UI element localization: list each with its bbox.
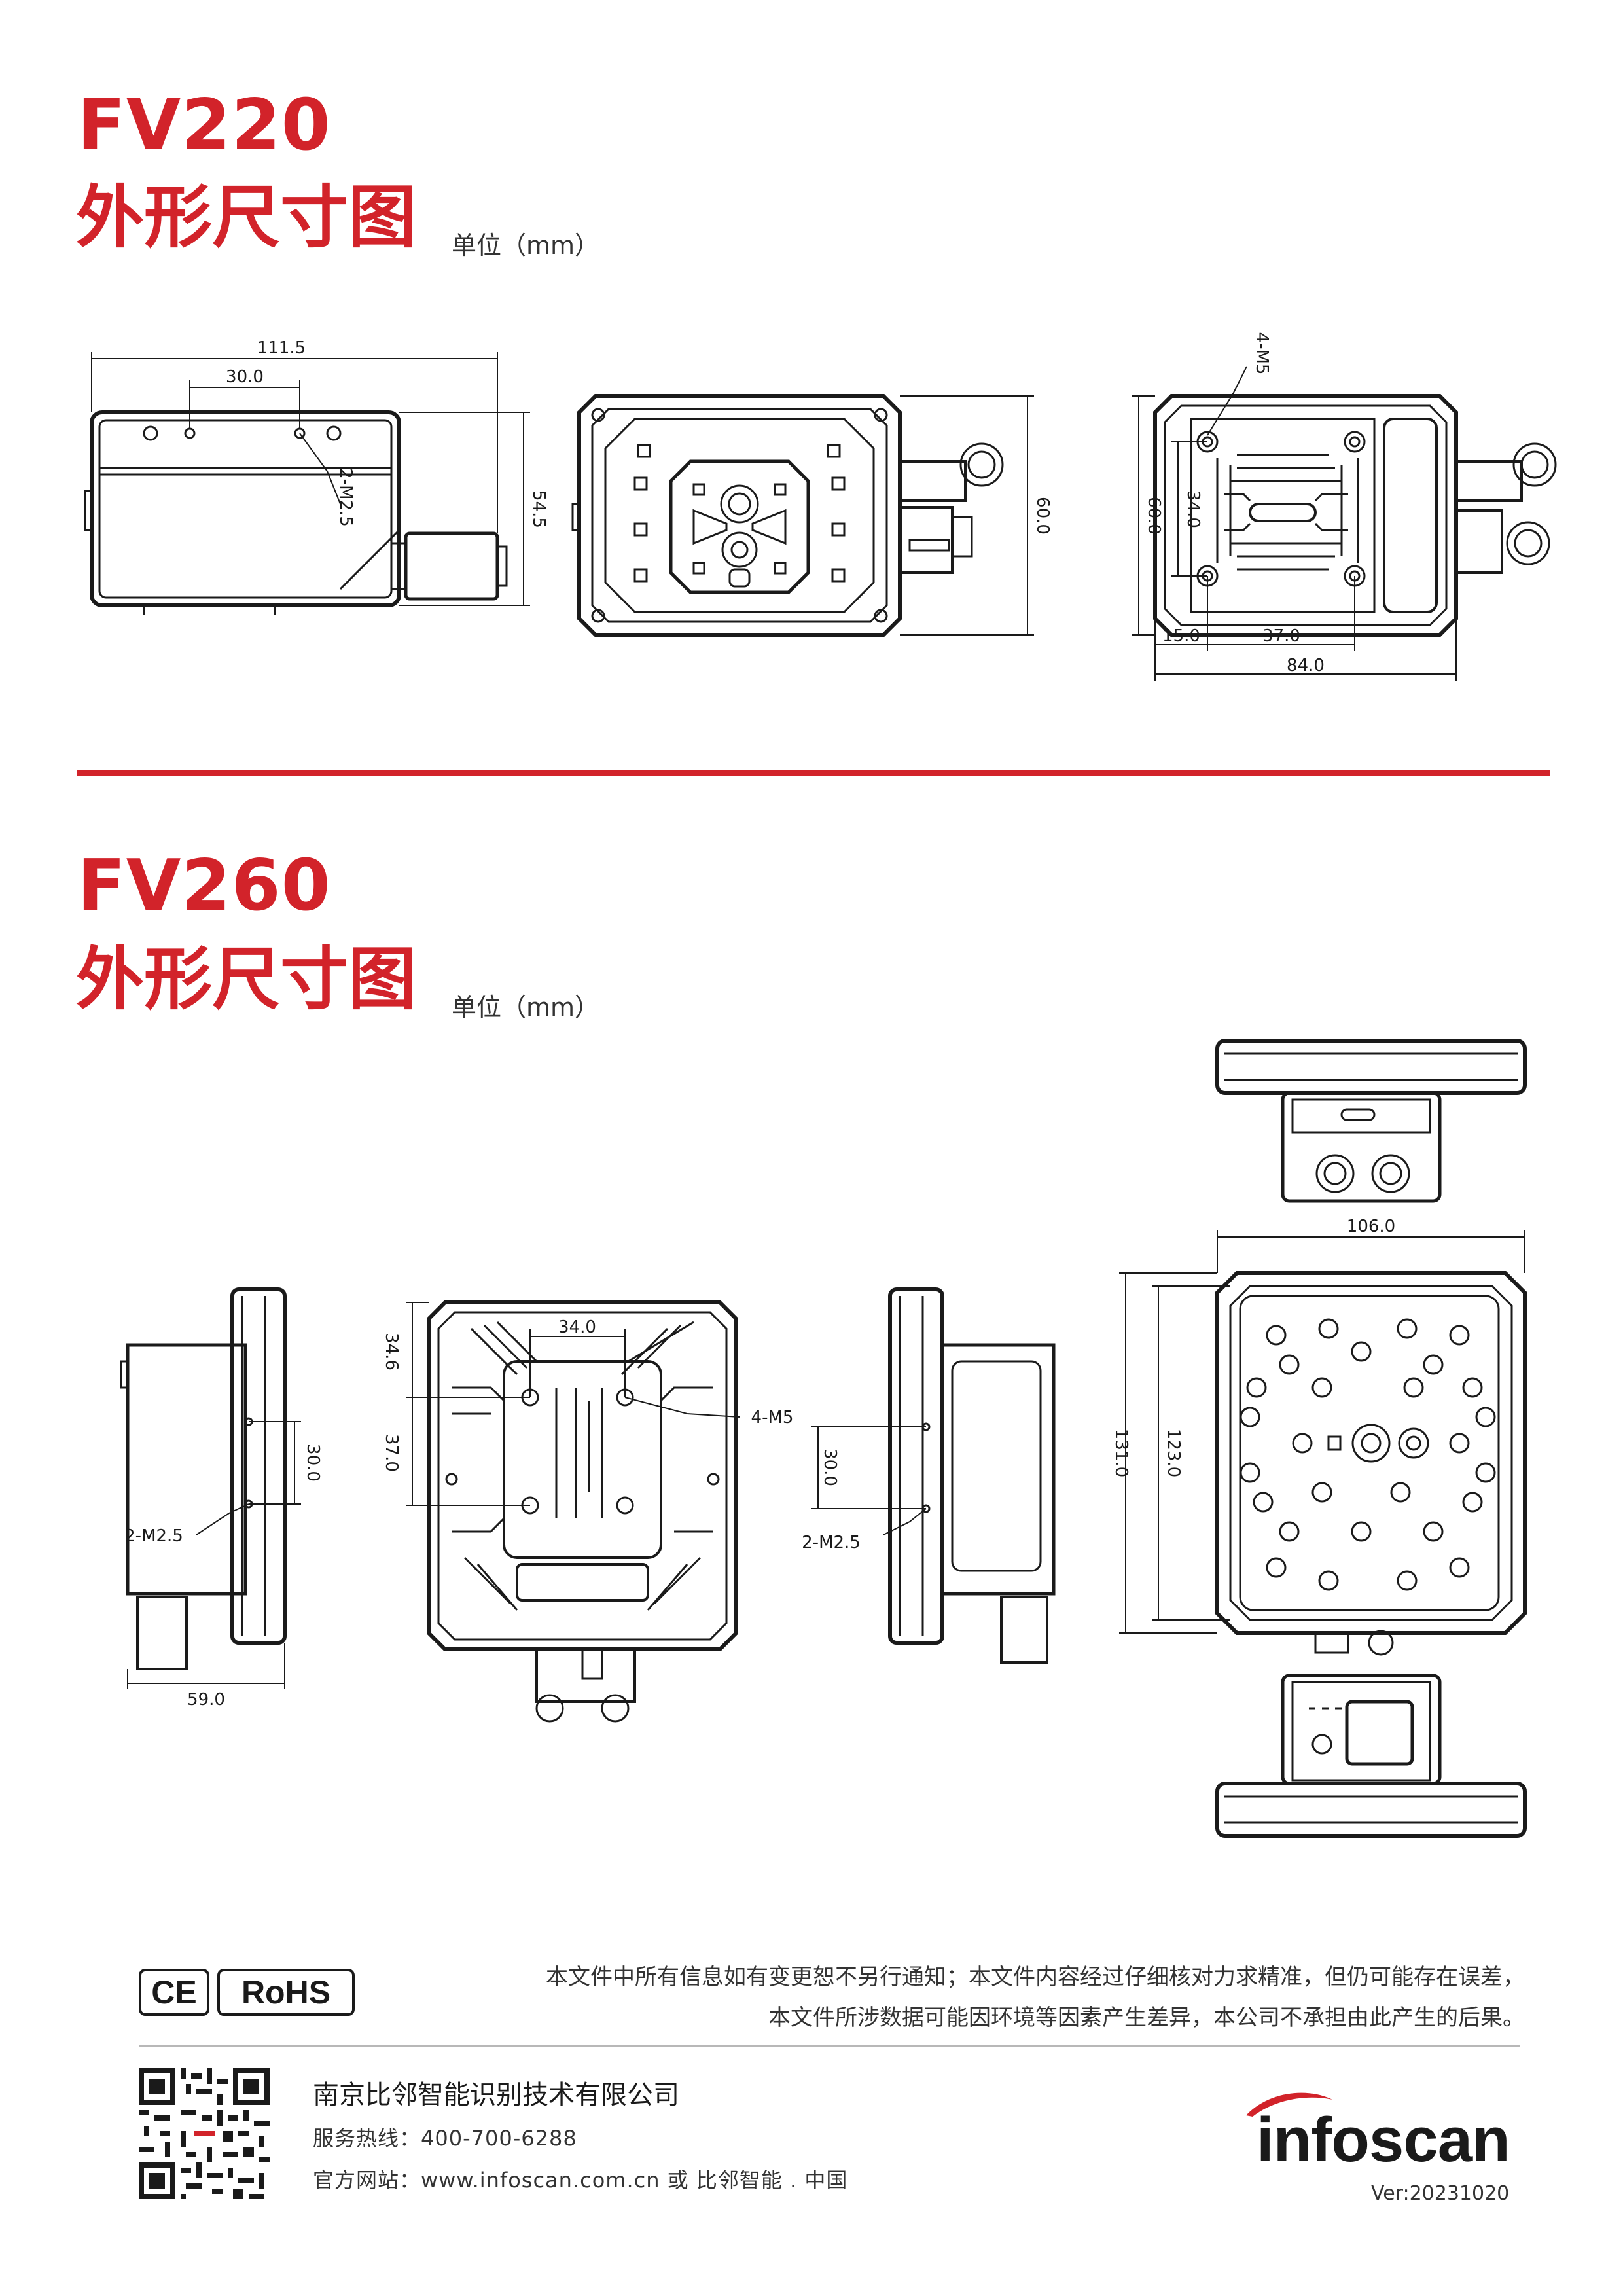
disclaimer: 本文件中所有信息如有变更恕不另行通知；本文件内容经过仔细核对力求精准，但仍可能存…: [347, 1957, 1525, 2038]
fv260-dim-side-hole-v: 30.0: [303, 1444, 323, 1482]
fv220-dim-back-hole-h: 37.0: [1262, 626, 1300, 646]
fv220-section-title: 外形尺寸图: [76, 177, 417, 257]
brand-swoosh-icon: [1246, 2092, 1332, 2117]
fv220-dim-back-height: 60.0: [1144, 497, 1164, 535]
fv220-unit-label: 单位（mm）: [452, 231, 600, 260]
fv220-dim-back-width: 84.0: [1287, 656, 1325, 675]
fv260-bottom-view: [1215, 1674, 1527, 1838]
company-name: 南京比邻智能识别技术有限公司: [313, 2080, 679, 2110]
brand-logo: infoscan: [1257, 2105, 1510, 2175]
ce-mark: CE: [139, 1969, 209, 2016]
fv260-dim-side2-hole-v: 30.0: [820, 1448, 840, 1486]
fv220-model-title: FV220: [77, 84, 331, 166]
fv220-dim-back-offset: 15.0: [1162, 626, 1200, 646]
fv260-section-title: 外形尺寸图: [76, 939, 417, 1019]
fv260-dim-side-depth: 59.0: [187, 1690, 225, 1710]
fv220-dim-overall-width: 111.5: [257, 338, 306, 358]
fv260-front-view: [1215, 1271, 1527, 1656]
qr-code: [139, 2068, 270, 2199]
fv260-model-title: FV260: [77, 845, 331, 927]
fv220-drawings: 111.5 30.0 2-M2.5 54.5 60.0 60.0 34.0 4-…: [84, 332, 1557, 681]
fv220-back-view: [1153, 394, 1557, 637]
fv260-drawings: 59.0 30.0 2-M2.5 34.0 34.6 37.0 4-M5 30.…: [120, 1039, 1527, 1838]
fv260-dim-front-width: 106.0: [1347, 1217, 1395, 1236]
fv260-dim-front-inner-h: 123.0: [1164, 1429, 1183, 1477]
fv220-dim-hole-spacing: 30.0: [226, 367, 264, 387]
footer-divider: [139, 2045, 1520, 2047]
fv220-dim-side-holes: 2-M2.5: [336, 468, 355, 527]
disclaimer-line-1: 本文件中所有信息如有变更恕不另行通知；本文件内容经过仔细核对力求精准，但仍可能存…: [546, 1964, 1525, 1990]
fv260-side-view-right: [888, 1287, 1056, 1664]
hotline: 服务热线：400-700-6288: [313, 2126, 577, 2151]
fv260-dim-back-hole-h: 34.0: [558, 1318, 596, 1337]
fv260-top-view: [1215, 1039, 1527, 1203]
fv220-dim-back-hole-v: 34.0: [1183, 490, 1203, 528]
fv260-unit-label: 单位（mm）: [452, 993, 600, 1022]
fv220-dim-height: 54.5: [529, 490, 548, 528]
disclaimer-line-2: 本文件所涉数据可能因环境等因素产生差异，本公司不承担由此产生的后果。: [768, 2005, 1525, 2031]
website: 官方网站：www.infoscan.com.cn 或 比邻智能 . 中国: [313, 2168, 848, 2193]
fv220-front-view: [571, 394, 1004, 637]
fv220-dim-back-holes: 4-M5: [1252, 332, 1272, 375]
fv220-dim-front-height: 60.0: [1033, 497, 1052, 535]
fv260-dim-front-h: 131.0: [1111, 1429, 1131, 1477]
fv260-dim-back-offset-v: 34.6: [382, 1333, 401, 1371]
fv260-back-view: [427, 1300, 738, 1723]
fv260-dim-back-holes: 4-M5: [751, 1408, 794, 1427]
rohs-mark: RoHS: [217, 1969, 355, 2016]
fv260-dim-back-hole-v: 37.0: [382, 1434, 401, 1472]
fv220-side-view: [84, 410, 508, 615]
version: Ver:20231020: [1371, 2182, 1510, 2205]
fv260-dim-side-holes: 2-M2.5: [124, 1526, 183, 1546]
fv260-side-view-left: [120, 1287, 287, 1670]
fv260-dim-side2-holes: 2-M2.5: [802, 1533, 861, 1552]
section-divider: [77, 770, 1550, 776]
